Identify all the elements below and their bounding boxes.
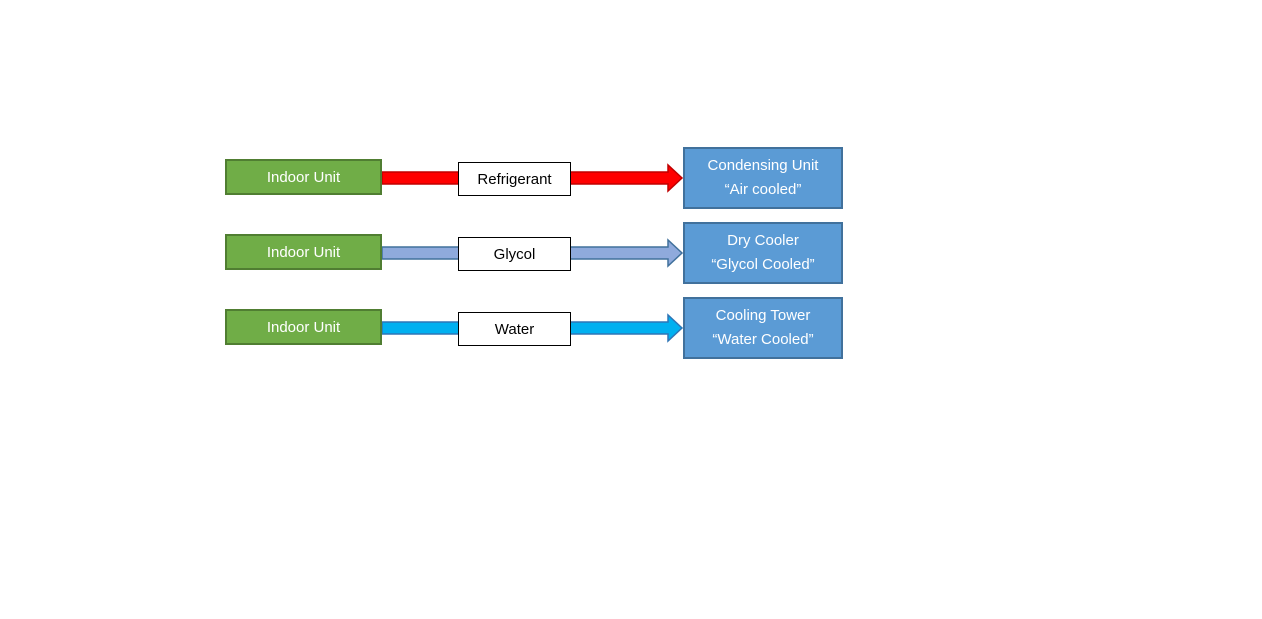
medium-label-glycol: Glycol bbox=[458, 237, 571, 271]
water-row: Indoor Unit Water Cooling Tower “Water C… bbox=[225, 297, 845, 359]
indoor-unit-box: Indoor Unit bbox=[225, 309, 382, 345]
dry-cooler-box: Dry Cooler “Glycol Cooled” bbox=[683, 222, 843, 284]
outdoor-unit-name: Dry Cooler bbox=[727, 232, 799, 249]
outdoor-unit-name: Condensing Unit bbox=[707, 157, 819, 174]
outdoor-unit-type: “Air cooled” bbox=[724, 181, 802, 198]
refrigerant-row: Indoor Unit Refrigerant Condensing Unit … bbox=[225, 147, 845, 209]
cooling-tower-box: Cooling Tower “Water Cooled” bbox=[683, 297, 843, 359]
outdoor-unit-name: Cooling Tower bbox=[715, 307, 811, 324]
glycol-row: Indoor Unit Glycol Dry Cooler “Glycol Co… bbox=[225, 222, 845, 284]
indoor-unit-box: Indoor Unit bbox=[225, 159, 382, 195]
condensing-unit-box: Condensing Unit “Air cooled” bbox=[683, 147, 843, 209]
outdoor-unit-type: “Glycol Cooled” bbox=[711, 256, 815, 273]
indoor-unit-box: Indoor Unit bbox=[225, 234, 382, 270]
medium-label-refrigerant: Refrigerant bbox=[458, 162, 571, 196]
outdoor-unit-type: “Water Cooled” bbox=[712, 331, 814, 348]
medium-label-water: Water bbox=[458, 312, 571, 346]
